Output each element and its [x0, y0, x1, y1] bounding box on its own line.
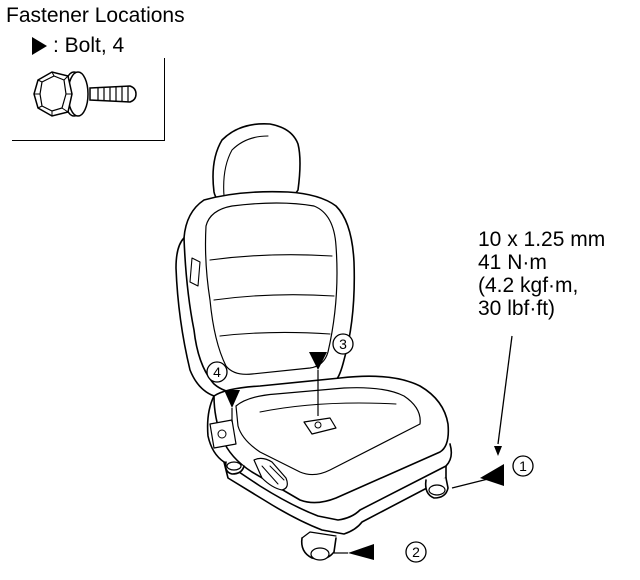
bolt-pointer-icon	[32, 37, 47, 55]
bolt-pointer-1	[480, 464, 504, 486]
torque-spec-size: 10 x 1.25 mm	[478, 228, 606, 251]
torque-spec-nm: 41 N·m	[478, 251, 547, 274]
callout-circle-3	[332, 333, 354, 355]
headrest	[212, 123, 301, 203]
callout-1: 1	[519, 458, 527, 474]
seat-back	[183, 190, 356, 394]
callout-3: 3	[339, 336, 347, 352]
bolt-pointer-2	[348, 544, 374, 560]
flange-bolt-icon	[33, 71, 137, 117]
callout-4: 4	[213, 364, 221, 380]
legend-label: : Bolt, 4	[53, 34, 125, 57]
torque-spec: 10 x 1.25 mm 41 N·m (4.2 kgf·m, 30 lbf·f…	[478, 228, 605, 320]
callout-circle-2	[405, 541, 427, 563]
torque-spec-kgfm: (4.2 kgf·m,	[478, 274, 579, 297]
bolt-pointers	[224, 352, 504, 560]
callout-2: 2	[412, 544, 420, 560]
callout-circle-4	[206, 361, 228, 383]
callout-circle-1	[512, 455, 534, 477]
bolt-pointer-3	[309, 352, 327, 370]
bolt-pointer-4	[224, 390, 240, 408]
legend-box	[12, 58, 165, 141]
diagram-title: Fastener Locations	[6, 4, 185, 27]
torque-spec-lbfft: 30 lbf·ft)	[478, 297, 556, 320]
legend-entry: : Bolt, 4	[32, 34, 124, 58]
